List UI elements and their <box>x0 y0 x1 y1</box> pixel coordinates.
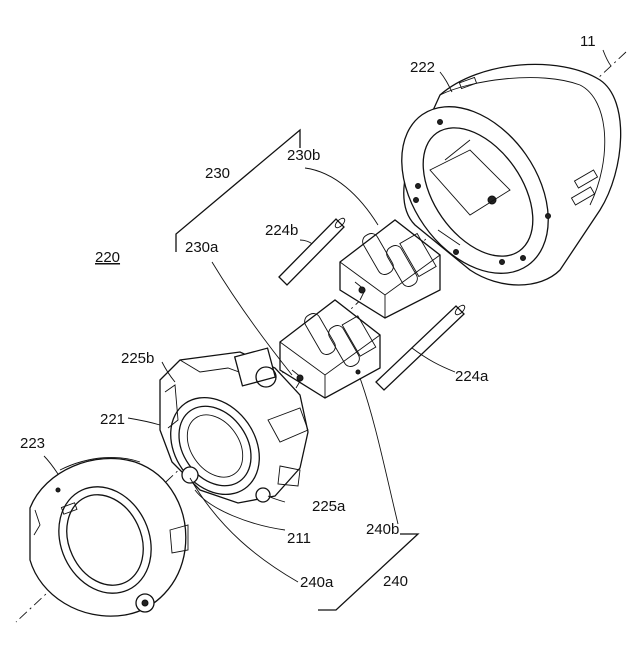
holder-240b <box>279 299 381 399</box>
reference-labels: 11 222 230b 230 224b 230a 220 224a 225b … <box>20 33 596 591</box>
label-224b: 224b <box>265 222 298 239</box>
label-230: 230 <box>205 165 230 182</box>
bracket-240 <box>318 533 420 611</box>
rear-barrel-222 <box>401 63 622 286</box>
leader-lines <box>43 49 612 583</box>
label-223: 223 <box>20 435 45 452</box>
label-221: 221 <box>100 411 125 428</box>
label-225a: 225a <box>312 498 346 515</box>
label-240b: 240b <box>366 521 399 538</box>
shaft-224b <box>278 217 346 286</box>
label-222: 222 <box>410 59 435 76</box>
label-220: 220 <box>95 249 120 266</box>
label-11: 11 <box>580 33 596 50</box>
label-230a: 230a <box>185 239 219 256</box>
label-230b: 230b <box>287 147 320 164</box>
label-240: 240 <box>383 573 408 590</box>
holder-230b <box>339 219 441 319</box>
body-221 <box>159 347 309 504</box>
label-240a: 240a <box>300 574 334 591</box>
front-ring-223 <box>29 457 189 617</box>
label-224a: 224a <box>455 368 489 385</box>
bracket-230 <box>175 128 301 252</box>
label-211: 211 <box>287 530 311 547</box>
label-225b: 225b <box>121 350 154 367</box>
shaft-224a <box>375 304 466 391</box>
